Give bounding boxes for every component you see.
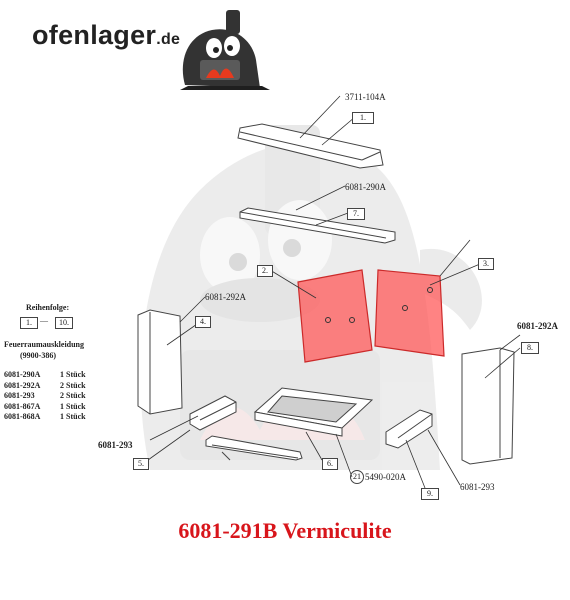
parts-list-row: 6081-290A 1 Stück xyxy=(4,370,86,381)
parts-list-code: 6081-293 xyxy=(4,391,35,400)
parts-list-code: 6081-867A xyxy=(4,401,41,411)
part-number-4: 4. xyxy=(195,316,211,328)
parts-list: 6081-290A 1 Stück 6081-292A 2 Stück 6081-2… xyxy=(4,370,86,423)
parts-list-subheading: (9900-386) xyxy=(20,351,56,360)
callout-part-9-code: 6081-293 xyxy=(460,482,495,492)
product-title: 6081-291B Vermiculite xyxy=(178,518,392,543)
parts-list-qty: 1 Stück xyxy=(60,370,86,379)
part-1-baffle xyxy=(237,123,384,169)
part-number-3: 3. xyxy=(478,258,494,270)
leader-lines xyxy=(147,95,521,489)
part-3-side-panel xyxy=(374,269,445,357)
part-number-2: 2. xyxy=(257,265,273,277)
parts-list-code: 6081-290A xyxy=(4,370,41,379)
parts-list-qty: 1 Stück xyxy=(60,401,86,411)
part-7-bar xyxy=(239,207,396,244)
callout-part-7-code: 6081-290A xyxy=(345,182,386,192)
part-number-6: 6. xyxy=(322,458,338,470)
logo-wordmark[interactable]: ofenlager.de xyxy=(32,20,180,51)
part-9-log-bar xyxy=(385,409,433,449)
part-8-side-stone xyxy=(461,347,515,465)
sequence-dash: — xyxy=(40,316,48,325)
logo-tld: .de xyxy=(156,31,181,48)
parts-list-row: 6081-293 2 Stück xyxy=(4,391,86,402)
callout-part-6-circle: 21 xyxy=(350,470,364,484)
part-number-5: 5. xyxy=(133,458,149,470)
parts-list-code: 6081-292A xyxy=(4,380,41,390)
callout-part-5-code: 6081-293 xyxy=(98,440,133,450)
parts-list-code: 6081-868A xyxy=(4,412,41,421)
callout-part-6-code: 5490-020A xyxy=(365,472,406,482)
sequence-to: 10. xyxy=(55,317,73,329)
part-4-side-stone xyxy=(137,309,183,415)
callout-part-1-code: 3711-104A xyxy=(345,92,386,102)
part-number-1: 1. xyxy=(352,112,374,124)
parts-list-qty: 1 Stück xyxy=(60,412,86,421)
sequence-label: Reihenfolge: xyxy=(26,303,70,312)
parts-list-qty: 2 Stück xyxy=(60,391,86,400)
part-5-log-bar xyxy=(189,395,237,431)
part-number-8: 8. xyxy=(521,342,539,354)
grate-bars xyxy=(205,435,303,461)
parts-list-heading: Feuerraumauskleidung xyxy=(4,340,85,349)
callout-part-4-code: 6081-292A xyxy=(205,292,246,302)
logo-mascot-icon xyxy=(180,10,270,90)
part-6-grate-tray xyxy=(253,387,374,437)
part-number-7: 7. xyxy=(347,208,365,220)
parts-list-row: 6081-867A 1 Stück xyxy=(4,402,86,413)
parts-list-qty: 2 Stück xyxy=(60,380,86,390)
callout-part-8-code: 6081-292A xyxy=(517,321,558,331)
sequence-from: 1. xyxy=(20,317,38,329)
parts-list-row: 6081-292A 2 Stück xyxy=(4,381,86,392)
part-2-side-panel xyxy=(297,269,373,363)
logo-brand: ofenlager xyxy=(32,20,157,50)
part-number-9: 9. xyxy=(421,488,439,500)
parts-list-row: 6081-868A 1 Stück xyxy=(4,412,86,423)
